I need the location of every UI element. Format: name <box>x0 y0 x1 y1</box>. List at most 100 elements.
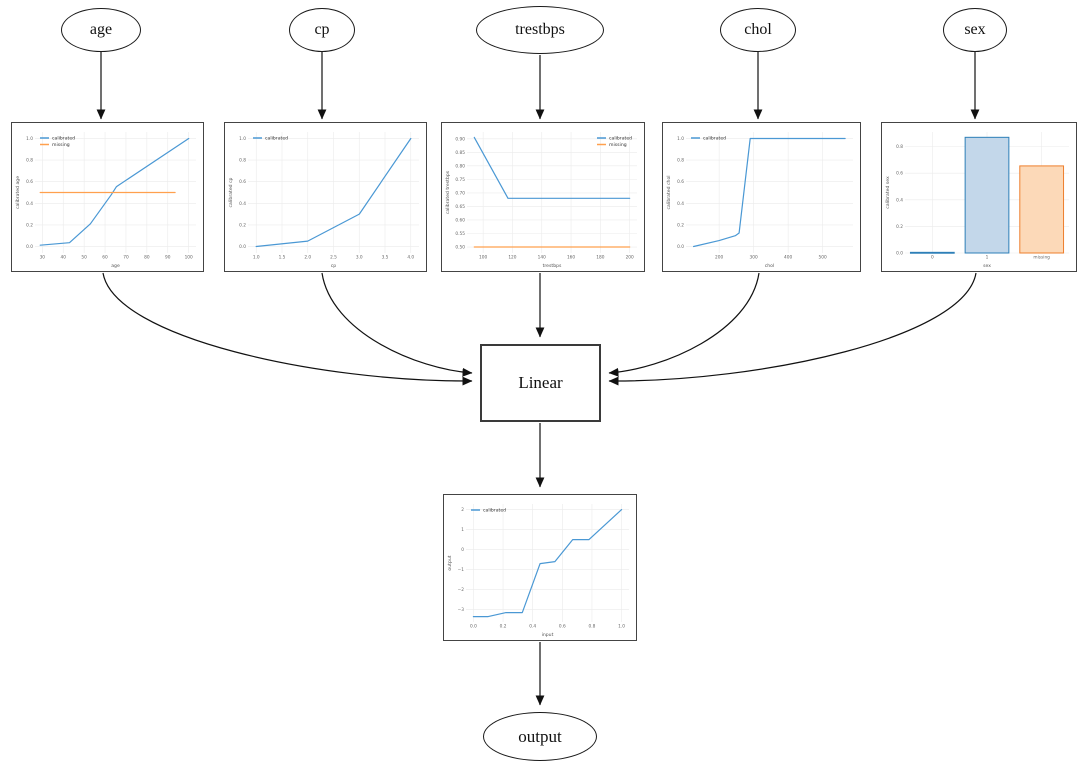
svg-text:90: 90 <box>165 255 171 261</box>
svg-text:calibrated sex: calibrated sex <box>885 176 891 209</box>
svg-text:50: 50 <box>81 255 87 261</box>
svg-text:0.60: 0.60 <box>455 217 465 223</box>
edge-age-calibrator-to-linear <box>102 272 473 386</box>
node-linear: Linear <box>480 344 601 422</box>
svg-text:0.6: 0.6 <box>239 179 246 185</box>
svg-text:60: 60 <box>102 255 108 261</box>
svg-text:0.4: 0.4 <box>896 197 903 203</box>
node-age: age <box>61 8 141 52</box>
svg-text:1.5: 1.5 <box>279 255 286 261</box>
svg-text:1.0: 1.0 <box>26 136 33 142</box>
svg-text:140: 140 <box>538 255 546 261</box>
chart-age-calibrator: 30 40 50 60 70 80 90 100 0.0 0.2 0.4 0.6 0.8 1.0 age ca… <box>11 122 204 272</box>
svg-text:0.6: 0.6 <box>896 171 903 177</box>
svg-text:calibrated: calibrated <box>483 508 506 514</box>
svg-text:100: 100 <box>185 255 193 261</box>
svg-text:0.6: 0.6 <box>559 624 566 630</box>
svg-text:calibrated age: calibrated age <box>15 176 21 209</box>
svg-text:cp: cp <box>331 264 337 269</box>
svg-text:0.50: 0.50 <box>455 245 465 251</box>
svg-text:200: 200 <box>626 255 634 261</box>
svg-text:80: 80 <box>144 255 150 261</box>
svg-text:calibrated cp: calibrated cp <box>228 177 234 207</box>
node-linear-label: Linear <box>518 373 563 392</box>
svg-text:0.2: 0.2 <box>896 224 903 230</box>
svg-text:0.2: 0.2 <box>239 222 246 228</box>
svg-text:4.0: 4.0 <box>407 255 414 261</box>
svg-text:30: 30 <box>40 255 46 261</box>
svg-text:calibrated chol: calibrated chol <box>666 175 672 209</box>
svg-text:calibrated trestbps: calibrated trestbps <box>445 170 451 214</box>
svg-text:70: 70 <box>123 255 129 261</box>
svg-text:0.2: 0.2 <box>677 222 684 228</box>
svg-text:0.75: 0.75 <box>455 177 465 183</box>
svg-text:calibrated: calibrated <box>52 136 75 142</box>
svg-text:−2: −2 <box>458 587 465 593</box>
node-chol: chol <box>720 8 796 52</box>
svg-text:trestbps: trestbps <box>543 263 562 269</box>
svg-text:0.0: 0.0 <box>677 244 684 250</box>
svg-text:1.0: 1.0 <box>677 136 684 142</box>
svg-text:2.5: 2.5 <box>330 255 337 261</box>
node-trestbps-label: trestbps <box>515 21 565 38</box>
age-calibrator-plot: 30 40 50 60 70 80 90 100 0.0 0.2 0.4 0.6 0.8 1.0 age ca… <box>14 125 201 269</box>
node-trestbps: trestbps <box>476 6 604 54</box>
svg-text:100: 100 <box>479 255 487 261</box>
svg-text:0.4: 0.4 <box>529 624 536 630</box>
edge-chol-calibrator-to-linear <box>608 272 760 377</box>
svg-text:sex: sex <box>983 264 991 269</box>
svg-text:3.0: 3.0 <box>356 255 363 261</box>
svg-text:age: age <box>111 264 120 269</box>
svg-text:0.55: 0.55 <box>455 231 465 237</box>
svg-text:1.0: 1.0 <box>253 255 260 261</box>
svg-text:0.6: 0.6 <box>26 179 33 185</box>
svg-text:missing: missing <box>609 142 627 148</box>
svg-text:200: 200 <box>715 255 723 261</box>
svg-text:missing: missing <box>52 142 70 148</box>
chart-trestbps-calibrator: 100 120 140 160 180 200 0.50 0.55 0.60 0.65 0.70 0.… <box>441 122 645 272</box>
node-output-label: output <box>518 726 562 746</box>
svg-text:0.2: 0.2 <box>26 222 33 228</box>
svg-text:160: 160 <box>567 255 575 261</box>
svg-text:0.4: 0.4 <box>677 201 684 207</box>
svg-text:0.90: 0.90 <box>455 136 465 142</box>
svg-text:0.8: 0.8 <box>677 158 684 164</box>
svg-text:−3: −3 <box>458 607 465 613</box>
svg-text:40: 40 <box>60 255 66 261</box>
svg-text:2: 2 <box>461 507 464 513</box>
svg-text:0.4: 0.4 <box>239 201 246 207</box>
svg-text:0.65: 0.65 <box>455 204 465 210</box>
edge-sex-calibrator-to-linear <box>608 272 977 386</box>
svg-text:−1: −1 <box>458 567 465 573</box>
svg-text:chol: chol <box>765 263 775 269</box>
svg-text:0.0: 0.0 <box>26 244 33 250</box>
svg-text:missing: missing <box>1033 255 1050 261</box>
svg-text:400: 400 <box>784 255 792 261</box>
svg-text:0.8: 0.8 <box>26 158 33 164</box>
node-cp-label: cp <box>314 21 330 38</box>
svg-text:300: 300 <box>750 255 758 261</box>
svg-text:0.80: 0.80 <box>455 163 465 169</box>
svg-text:0.8: 0.8 <box>896 144 903 150</box>
svg-text:calibrated: calibrated <box>265 136 288 142</box>
svg-text:output: output <box>447 555 453 570</box>
node-output: output <box>483 712 597 761</box>
svg-text:1.0: 1.0 <box>618 624 625 630</box>
svg-text:1: 1 <box>986 255 989 261</box>
node-cp: cp <box>289 8 355 52</box>
svg-text:120: 120 <box>508 255 516 261</box>
svg-text:0: 0 <box>931 255 934 261</box>
svg-text:180: 180 <box>596 255 604 261</box>
svg-text:0.4: 0.4 <box>26 201 33 207</box>
svg-text:0.70: 0.70 <box>455 190 465 196</box>
svg-text:calibrated: calibrated <box>703 136 726 142</box>
